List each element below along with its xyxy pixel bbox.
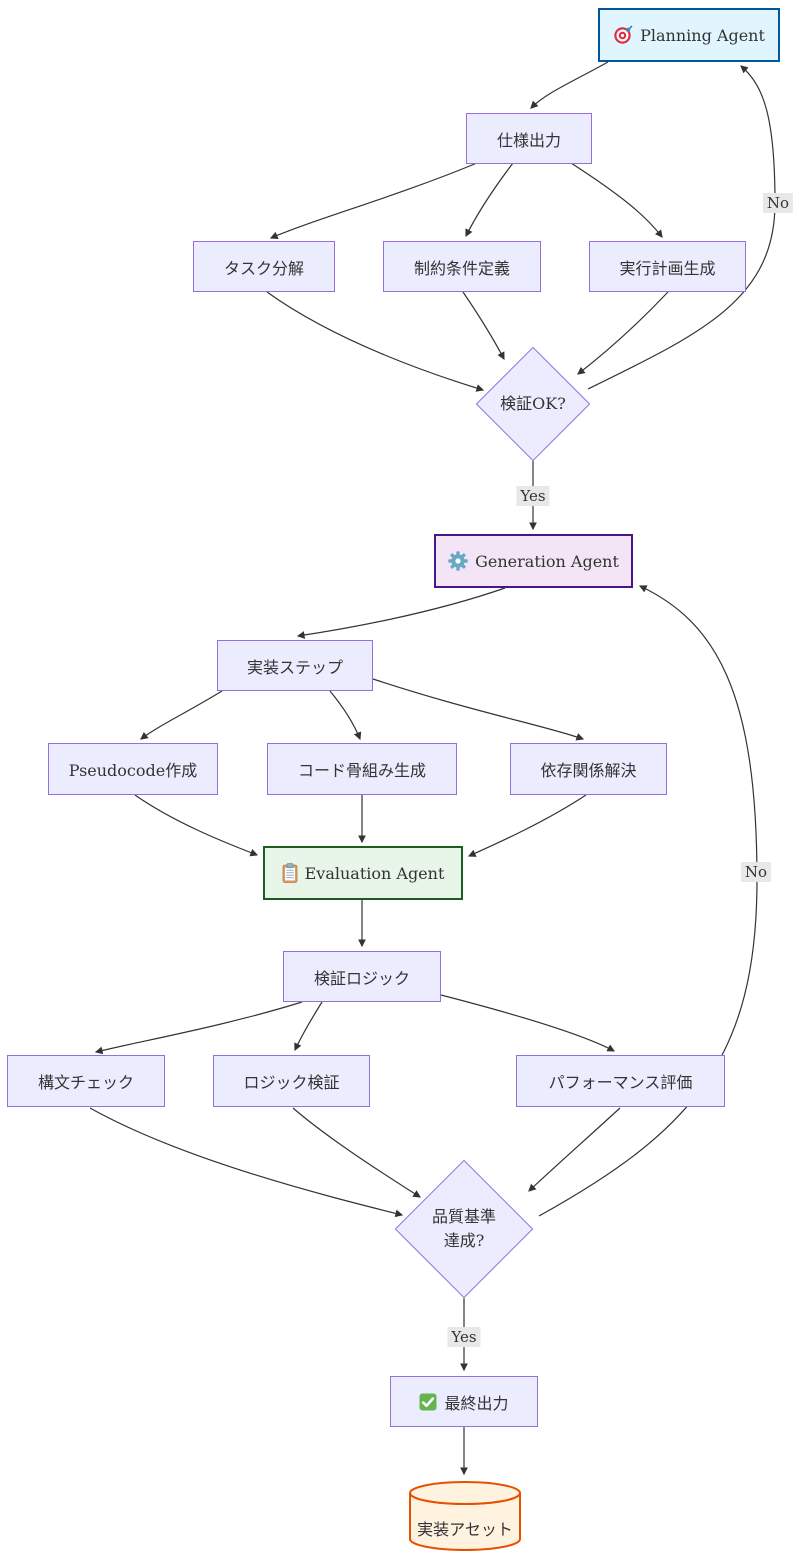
node-dependency-resolution-label: 依存関係解決 (540, 761, 637, 780)
clipboard-icon (282, 863, 298, 883)
node-performance-evaluation: パフォーマンス評価 (516, 1055, 725, 1107)
node-spec-output-label: 仕様出力 (496, 130, 561, 150)
edge-spec-to-execution-plan (570, 162, 663, 238)
node-verify-ok-label: 検証OK? (500, 394, 566, 413)
node-performance-evaluation-label: パフォーマンス評価 (548, 1073, 693, 1092)
node-evaluation-agent: Evaluation Agent (263, 846, 463, 900)
edge-spec-to-constraint-definition (465, 162, 514, 238)
node-dependency-resolution: 依存関係解決 (510, 743, 667, 795)
edge-impl-to-skeleton (329, 690, 362, 741)
edge-label-quality-yes: Yes (447, 1327, 481, 1347)
edge-impl-to-dependency (372, 678, 585, 741)
node-quality-check-label: 品質基準 達成? (432, 1205, 496, 1253)
node-planning-agent: Planning Agent (598, 8, 780, 62)
node-spec-output: 仕様出力 (466, 113, 592, 164)
edge-spec-to-task-decomposition (269, 162, 478, 239)
node-task-decomposition-label: タスク分解 (223, 258, 304, 278)
edge-syntax-to-quality (89, 1107, 404, 1218)
node-constraint-definition-label: 制約条件定義 (413, 258, 510, 278)
gear-icon (448, 551, 468, 571)
edge-verify-no-to-planning (587, 65, 776, 390)
edge-pseudocode-to-evaluation (134, 794, 259, 857)
edge-performance-to-quality (528, 1107, 621, 1192)
node-planning-agent-label: Planning Agent (640, 25, 765, 45)
node-final-output: 最終出力 (390, 1376, 538, 1427)
node-generation-agent-label: Generation Agent (475, 551, 619, 571)
node-implementation-steps-label: 実装ステップ (246, 657, 343, 677)
node-task-decomposition: タスク分解 (193, 241, 335, 292)
node-logic-verification: ロジック検証 (213, 1055, 370, 1107)
edge-label-verify-yes: Yes (516, 486, 550, 506)
cylinder-shape (409, 1481, 521, 1551)
edge-generation-to-impl-steps (296, 587, 506, 639)
node-implementation-steps: 実装ステップ (217, 640, 373, 691)
check-icon (419, 1393, 437, 1411)
edge-vlogic-to-syntax (94, 1001, 303, 1055)
edge-task-to-verify (266, 291, 485, 392)
edge-impl-to-pseudocode (140, 690, 223, 740)
node-pseudocode-label: Pseudocode作成 (68, 761, 198, 780)
node-quality-check-label-line1: 品質基準 (431, 1207, 497, 1226)
node-verification-logic-label: 検証ロジック (313, 968, 410, 988)
node-implementation-asset-label: 実装アセット (417, 1520, 513, 1539)
edge-vlogic-to-performance (440, 994, 616, 1052)
node-final-output-label: 最終出力 (444, 1393, 509, 1413)
node-evaluation-agent-label: Evaluation Agent (304, 863, 445, 883)
node-syntax-check: 構文チェック (7, 1055, 165, 1107)
node-logic-verification-label: ロジック検証 (243, 1073, 340, 1092)
node-execution-plan-label: 実行計画生成 (619, 258, 716, 278)
node-quality-check-label-line2: 達成? (443, 1231, 485, 1250)
node-code-skeleton: コード骨組み生成 (267, 743, 457, 795)
edge-quality-no-to-generation (538, 585, 758, 1217)
edge-logic-to-quality (292, 1107, 421, 1198)
target-icon (613, 25, 633, 45)
edge-label-verify-no: No (762, 193, 794, 213)
edge-execplan-to-verify (577, 291, 669, 375)
edge-label-quality-no: No (740, 862, 772, 882)
node-verification-logic: 検証ロジック (283, 951, 441, 1002)
edge-dependency-to-evaluation (467, 794, 587, 857)
node-execution-plan: 実行計画生成 (589, 241, 746, 292)
edge-planning-to-spec (530, 61, 609, 109)
node-pseudocode: Pseudocode作成 (48, 743, 218, 795)
node-code-skeleton-label: コード骨組み生成 (297, 761, 426, 780)
node-implementation-asset: 実装アセット (408, 1480, 522, 1552)
edge-constraint-to-verify (462, 291, 505, 361)
node-syntax-check-label: 構文チェック (37, 1073, 134, 1092)
node-generation-agent: Generation Agent (434, 534, 633, 588)
node-constraint-definition: 制約条件定義 (383, 241, 541, 292)
edge-vlogic-to-logic (294, 1001, 323, 1052)
